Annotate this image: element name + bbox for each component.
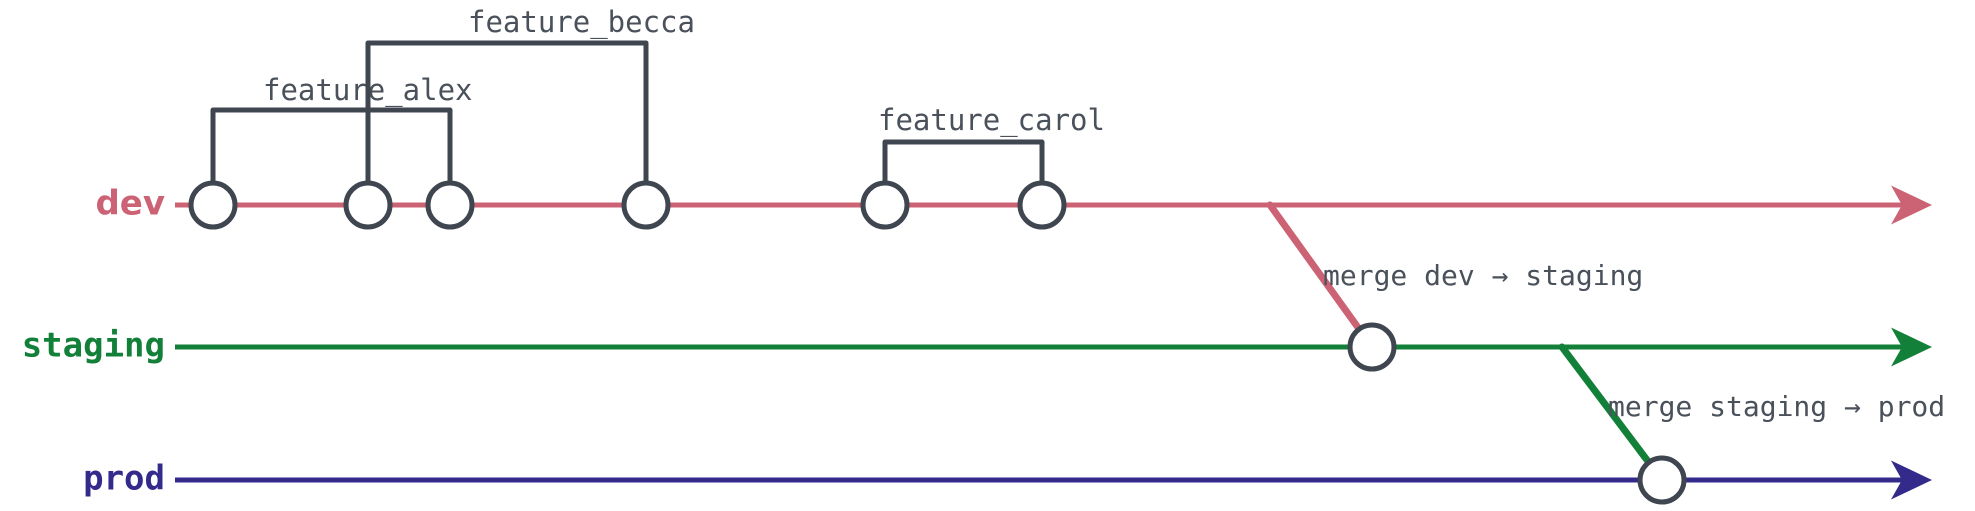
bracket-path-feature_becca (365, 40, 649, 208)
lane-prod: prod (83, 459, 1933, 500)
commit-node[interactable] (188, 180, 238, 230)
lane-label-staging: staging (22, 326, 165, 366)
commit-node[interactable] (621, 180, 671, 230)
commit-node[interactable] (860, 180, 910, 230)
bracket-path-feature_alex (210, 107, 453, 208)
merge-edge-merge-staging-prod[interactable]: merge staging → prod (1558, 343, 1945, 484)
feature-bracket-feature_alex[interactable]: feature_alex (210, 73, 473, 208)
commit-nodes-prod (1637, 455, 1687, 505)
merge-commit-node[interactable] (1347, 322, 1397, 372)
bracket-path-feature_carol (882, 139, 1045, 208)
merge-edge-merge-dev-staging[interactable]: merge dev → staging (1266, 201, 1643, 351)
branch-label-feature_carol: feature_carol (878, 103, 1105, 138)
commit-node[interactable] (1017, 180, 1067, 230)
lane-label-dev: dev (95, 184, 165, 224)
lane-label-prod: prod (83, 459, 165, 499)
merge-line-staging-prod (1558, 343, 1666, 484)
merge-line-dev-staging (1266, 201, 1376, 351)
feature-bracket-feature_carol[interactable]: feature_carol (878, 103, 1105, 208)
lane-staging: staging (22, 326, 1933, 367)
branch-label-feature_becca: feature_becca (468, 5, 695, 40)
merge-label-staging-prod: merge staging → prod (1608, 390, 1945, 423)
feature-bracket-feature_becca[interactable]: feature_becca (365, 5, 695, 208)
merge-label-dev-staging: merge dev → staging (1323, 259, 1643, 292)
merge-commit-node[interactable] (1637, 455, 1687, 505)
commit-node[interactable] (343, 180, 393, 230)
commit-node[interactable] (425, 180, 475, 230)
commit-nodes-staging (1347, 322, 1397, 372)
commit-nodes-dev (188, 180, 1067, 230)
